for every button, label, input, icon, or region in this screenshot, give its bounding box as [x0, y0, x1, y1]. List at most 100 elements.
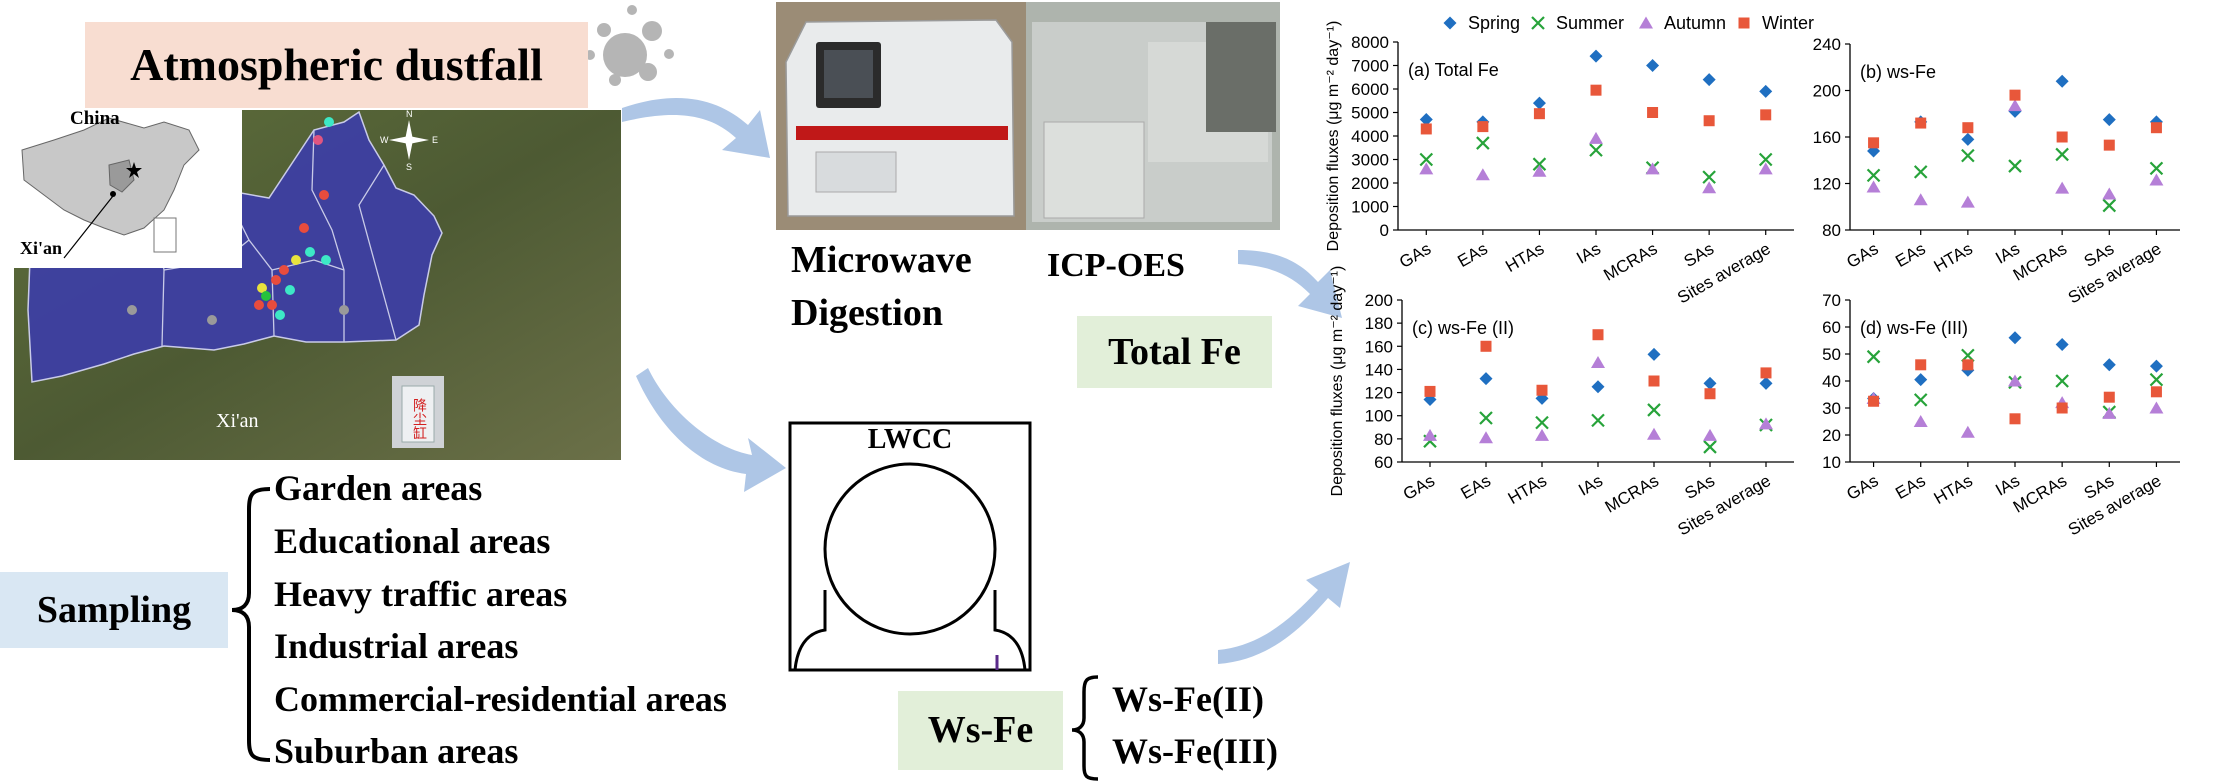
y-tick-label: 120 — [1813, 175, 1841, 194]
x-tick-label: Sites average — [2065, 239, 2165, 307]
y-tick-label: 140 — [1365, 360, 1393, 379]
arrow-to-digestion — [622, 97, 770, 158]
point-summer-2 — [1532, 157, 1547, 171]
lwcc-label: LWCC — [867, 424, 953, 455]
point-autumn-2 — [1535, 428, 1549, 441]
x-tick-label: EAs — [1457, 471, 1494, 503]
point-autumn-3 — [1589, 131, 1603, 144]
point-winter-1 — [1480, 340, 1492, 352]
ws-fe-box — [898, 691, 1063, 770]
china-inset-graphic — [14, 110, 242, 268]
y-tick-label: 1000 — [1351, 198, 1389, 217]
point-summer-3 — [1591, 413, 1605, 428]
y-tick-label: 60 — [1374, 453, 1393, 472]
point-winter-1 — [1477, 121, 1489, 133]
ws-fe-brace — [1071, 675, 1099, 781]
point-winter-1 — [1915, 117, 1927, 129]
y-tick-label: 3000 — [1351, 151, 1389, 170]
x-tick-label: IAs — [1575, 471, 1606, 500]
y-tick-label: 5000 — [1351, 104, 1389, 123]
point-autumn-6 — [1759, 417, 1773, 430]
point-spring-1 — [1479, 372, 1493, 386]
inset-label-china: China — [70, 110, 120, 129]
point-winter-0 — [1868, 137, 1880, 149]
y-tick-label: 80 — [1822, 221, 1841, 240]
point-autumn-2 — [1960, 425, 1975, 438]
point-summer-3 — [2008, 159, 2022, 173]
point-winter-2 — [1533, 108, 1545, 120]
x-tick-label: MCRAs — [1600, 239, 1660, 285]
compass-n: N — [406, 110, 413, 119]
point-spring-6 — [2149, 359, 2163, 373]
compass-s: S — [406, 162, 413, 172]
compass-icon — [389, 120, 429, 160]
chart-title: (a) Total Fe — [1408, 60, 1499, 80]
y-tick-label: 70 — [1822, 291, 1841, 310]
x-tick-label: HTAs — [1931, 471, 1976, 508]
point-summer-1 — [1913, 393, 1928, 407]
point-spring-5 — [2102, 113, 2116, 127]
point-autumn-2 — [1960, 195, 1975, 208]
point-winter-6 — [1760, 367, 1772, 379]
y-tick-label: 30 — [1822, 399, 1841, 418]
x-tick-label: EAs — [1454, 239, 1491, 271]
point-spring-5 — [1702, 73, 1716, 87]
point-winter-0 — [1420, 123, 1432, 135]
compass-w: W — [380, 135, 389, 145]
y-tick-label: 7000 — [1351, 57, 1389, 76]
point-spring-6 — [1759, 84, 1773, 98]
point-spring-4 — [2055, 338, 2069, 352]
point-summer-1 — [1479, 411, 1493, 425]
x-tick-label: HTAs — [1505, 471, 1550, 508]
point-spring-5 — [2102, 358, 2116, 372]
point-winter-3 — [2009, 413, 2021, 425]
x-tick-label: GAs — [1843, 471, 1881, 504]
point-winter-2 — [1962, 359, 1974, 371]
point-autumn-0 — [1419, 162, 1434, 175]
y-tick-label: 160 — [1813, 128, 1841, 147]
area-item-garden: Garden areas — [274, 468, 483, 508]
area-item-educational: Educational areas — [274, 521, 551, 561]
point-summer-0 — [1866, 168, 1881, 183]
point-spring-3 — [1591, 380, 1605, 394]
x-tick-label: IAs — [1573, 239, 1604, 268]
point-autumn-3 — [2008, 99, 2022, 112]
ws-fe-iii-label: Ws-Fe(III) — [1112, 731, 1278, 771]
point-summer-1 — [1476, 136, 1490, 150]
study-area-map: China Xi'an Xi'an N S W E 降尘缸 — [14, 110, 621, 460]
point-winter-6 — [2150, 386, 2162, 398]
x-tick-label: GAs — [1843, 239, 1881, 272]
x-tick-label: HTAs — [1931, 239, 1976, 276]
point-autumn-4 — [2055, 181, 2070, 194]
point-autumn-3 — [1591, 355, 1605, 368]
sampling-label: Sampling — [36, 589, 192, 631]
area-item-commercial-residential: Commercial-residential areas — [274, 679, 727, 719]
point-autumn-4 — [1645, 162, 1660, 175]
point-winter-2 — [1962, 122, 1974, 134]
x-tick-label: EAs — [1892, 471, 1929, 503]
x-tick-label: Sites average — [2065, 471, 2165, 539]
chart-title: (b) ws-Fe — [1860, 62, 1936, 82]
y-tick-label: 100 — [1365, 407, 1393, 426]
y-tick-label: 40 — [1822, 372, 1841, 391]
point-summer-1 — [1913, 165, 1928, 179]
point-autumn-1 — [1475, 168, 1490, 181]
y-tick-label: 50 — [1822, 345, 1841, 364]
total-fe-label: Total Fe — [1108, 331, 1241, 373]
point-autumn-0 — [1866, 180, 1881, 193]
legend-marker-spring — [1443, 16, 1457, 30]
inset-label-xian: Xi'an — [20, 238, 63, 258]
sampling-box — [0, 572, 228, 648]
y-tick-label: 200 — [1813, 82, 1841, 101]
point-spring-5 — [1703, 376, 1717, 390]
title-banner — [85, 22, 588, 108]
legend-label-spring: Spring — [1468, 13, 1520, 33]
point-spring-6 — [1759, 376, 1773, 390]
point-winter-3 — [1592, 329, 1604, 341]
point-spring-4 — [2055, 74, 2069, 88]
point-summer-5 — [1702, 170, 1716, 184]
area-item-industrial: Industrial areas — [274, 626, 519, 666]
